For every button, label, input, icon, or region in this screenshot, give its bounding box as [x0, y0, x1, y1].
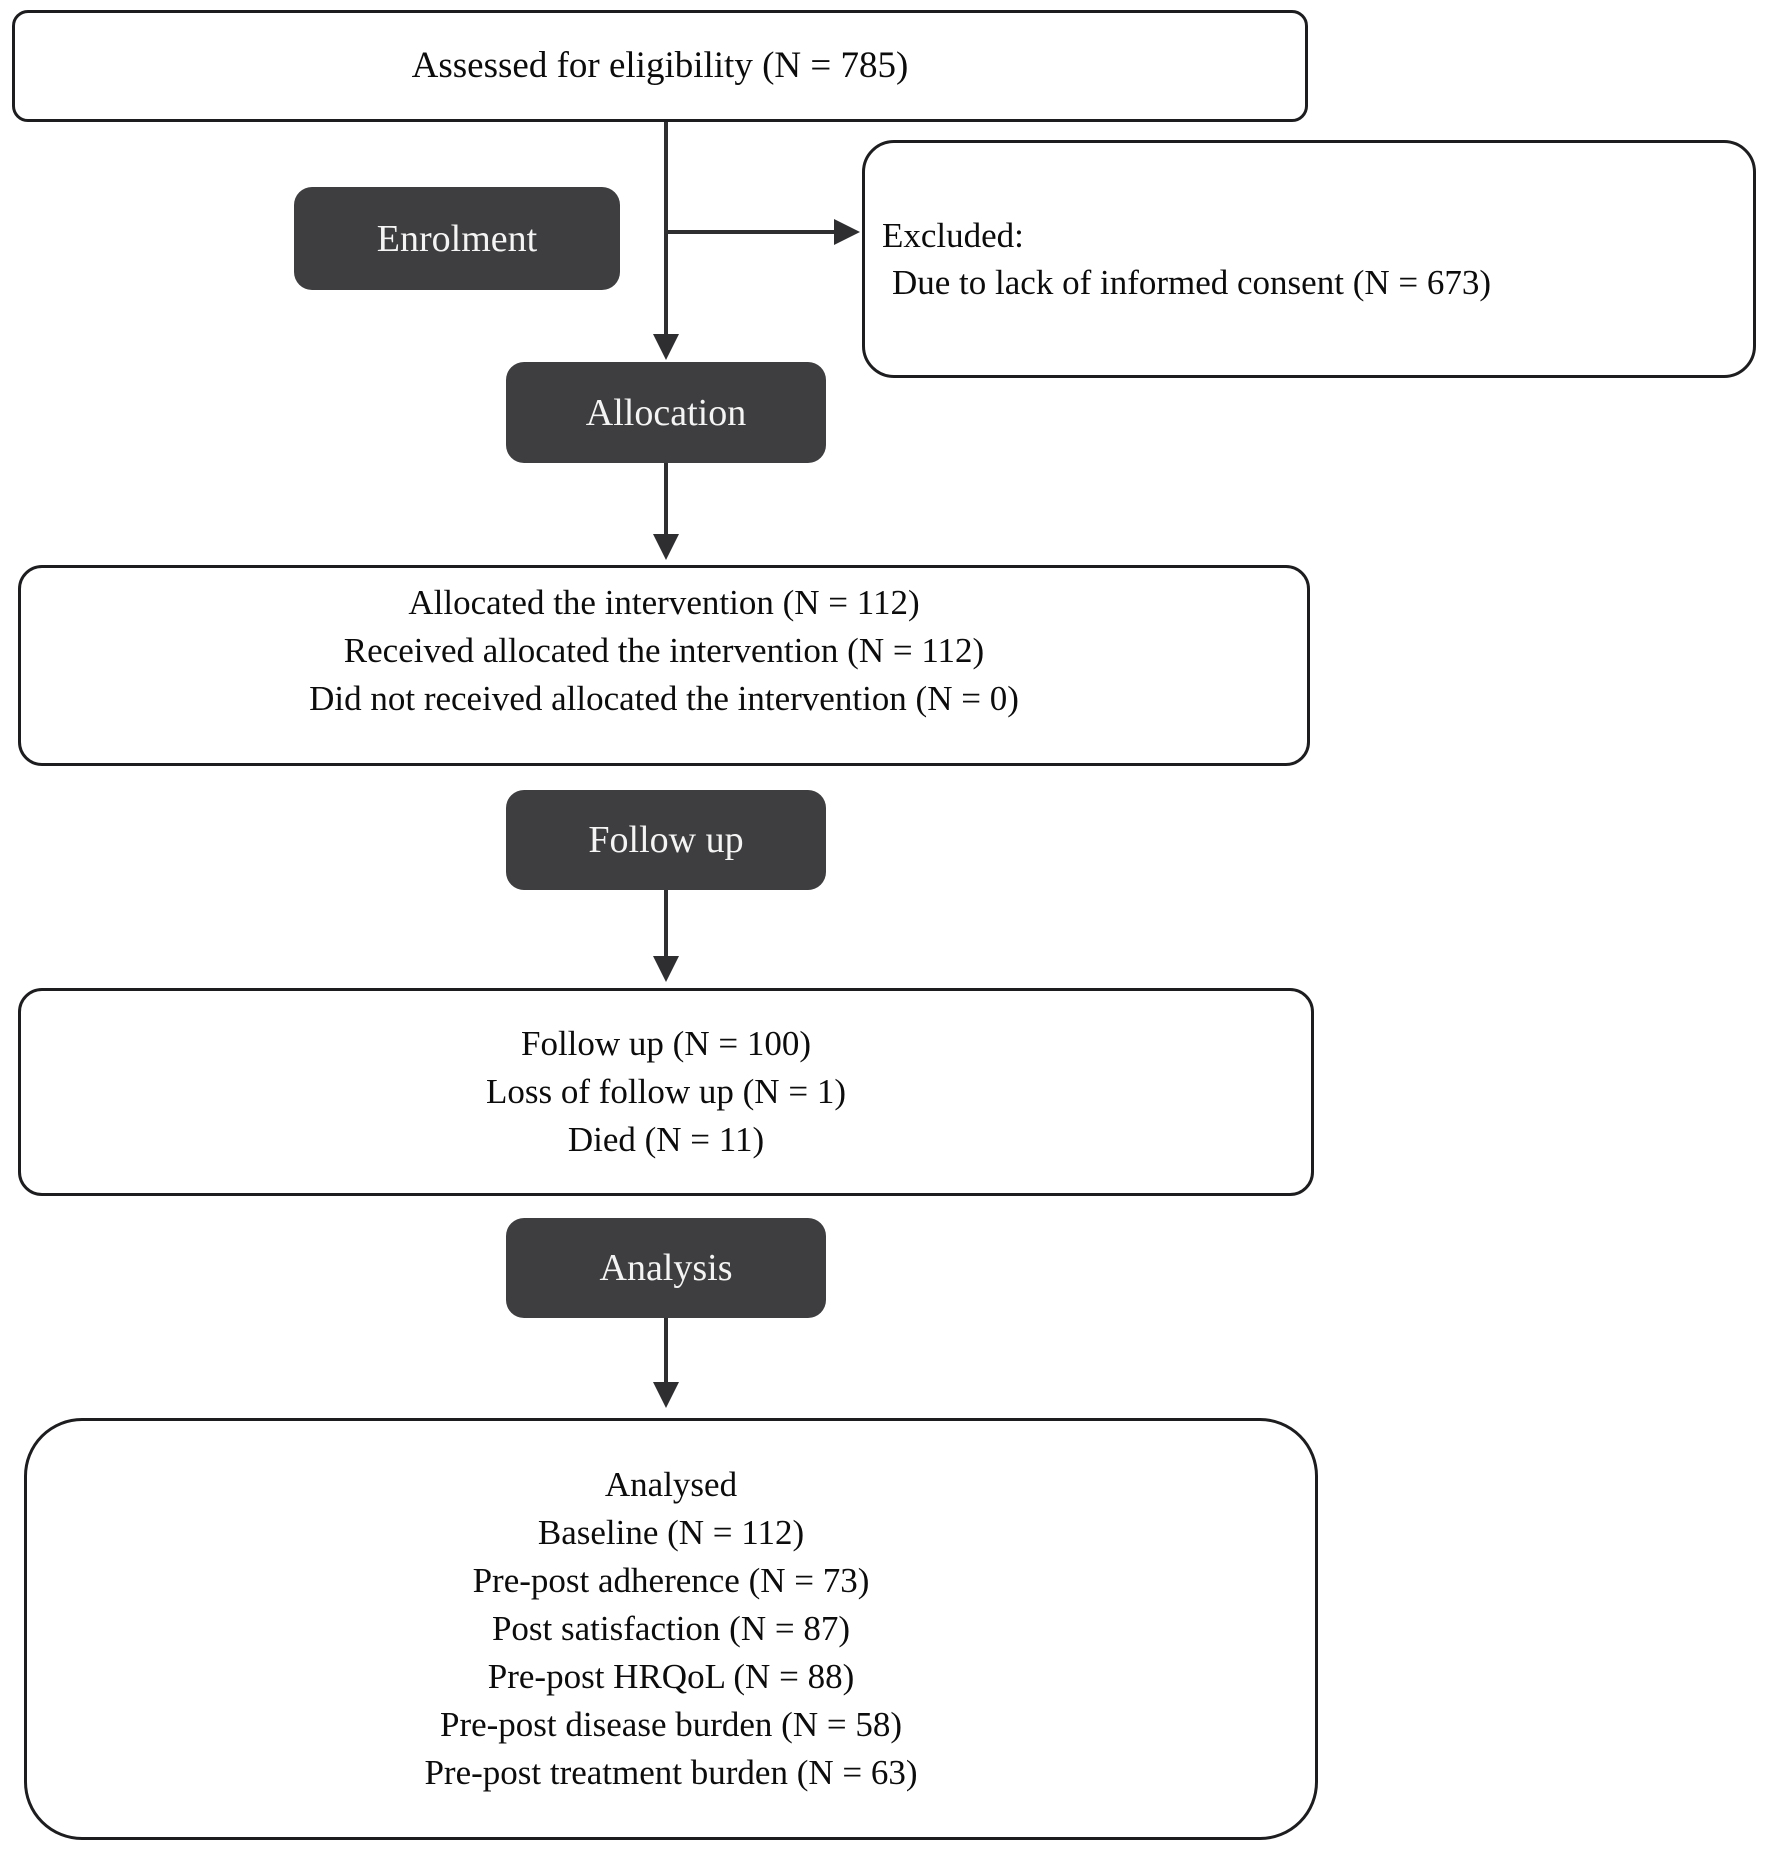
- allocated-line: Allocated the intervention (N = 112): [408, 582, 920, 622]
- stage-enrolment: Enrolment: [294, 187, 620, 290]
- arrowhead-down-icon: [653, 534, 679, 560]
- allocated-box: Allocated the intervention (N = 112) Rec…: [18, 565, 1310, 766]
- stage-allocation-label: Allocation: [585, 391, 747, 434]
- allocated-line: Received allocated the intervention (N =…: [343, 630, 985, 670]
- stage-allocation: Allocation: [506, 362, 826, 463]
- analysed-line: Post satisfaction (N = 87): [491, 1609, 851, 1648]
- follow-up-line: Loss of follow up (N = 1): [486, 1072, 846, 1111]
- assessed-text: Assessed for eligibility (N = 785): [411, 45, 909, 86]
- arrowhead-down-icon: [653, 334, 679, 360]
- analysed-line: Pre-post disease burden (N = 58): [440, 1705, 902, 1744]
- analysed-line: Pre-post HRQoL (N = 88): [487, 1657, 855, 1696]
- arrowhead-down-icon: [653, 956, 679, 982]
- excluded-heading: Excluded:: [882, 216, 1024, 255]
- arrowhead-right-icon: [834, 219, 860, 245]
- follow-up-line: Follow up (N = 100): [520, 1024, 811, 1063]
- stage-analysis-label: Analysis: [599, 1247, 733, 1289]
- analysed-box: Analysed Baseline (N = 112) Pre-post adh…: [24, 1418, 1318, 1840]
- analysed-line: Pre-post adherence (N = 73): [472, 1561, 870, 1600]
- excluded-box: Excluded: Due to lack of informed consen…: [862, 140, 1756, 378]
- assessed-for-eligibility-box: Assessed for eligibility (N = 785): [12, 10, 1308, 122]
- stage-enrolment-label: Enrolment: [376, 217, 538, 260]
- connector-assessed-to-allocation: [664, 122, 668, 336]
- arrowhead-down-icon: [653, 1382, 679, 1408]
- stage-follow-up-label: Follow up: [588, 819, 744, 861]
- follow-up-line: Died (N = 11): [567, 1120, 765, 1159]
- connector-followup-to-results: [664, 890, 668, 958]
- stage-follow-up: Follow up: [506, 790, 826, 890]
- connector-allocation-to-allocated: [664, 463, 668, 536]
- connector-analysis-to-analysed: [664, 1318, 668, 1384]
- connector-to-excluded: [666, 230, 834, 234]
- analysed-line: Pre-post treatment burden (N = 63): [424, 1753, 918, 1792]
- analysed-line: Analysed: [604, 1465, 738, 1504]
- follow-up-results-box: Follow up (N = 100) Loss of follow up (N…: [18, 988, 1314, 1196]
- allocated-line: Did not received allocated the intervent…: [309, 678, 1019, 718]
- excluded-reason: Due to lack of informed consent (N = 673…: [892, 263, 1492, 302]
- stage-analysis: Analysis: [506, 1218, 826, 1318]
- analysed-line: Baseline (N = 112): [537, 1513, 805, 1552]
